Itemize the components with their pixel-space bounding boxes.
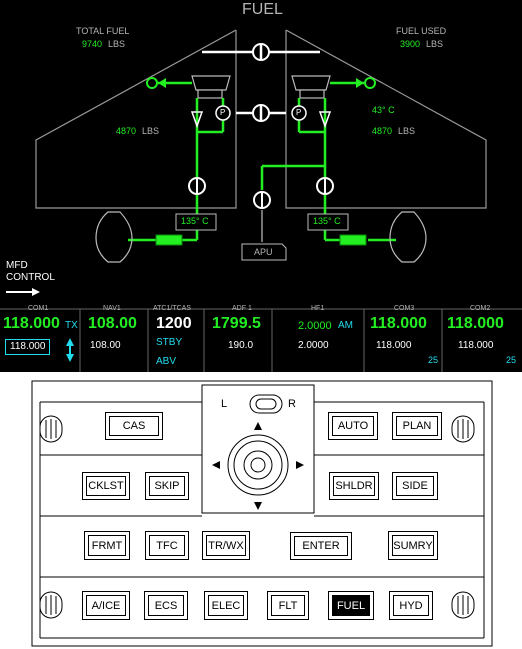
- right-upper-knob: [451, 415, 475, 443]
- auto-button[interactable]: AUTO: [328, 412, 378, 440]
- left-fuel-temp: 135° C: [181, 216, 209, 226]
- apu-symbol: [241, 243, 287, 261]
- left-arrow-icon: [212, 461, 220, 469]
- left-lower-knob: [39, 591, 63, 619]
- tfc-button[interactable]: TFC: [145, 531, 189, 560]
- right-arrow-icon: [296, 461, 304, 469]
- com2-label: COM2: [470, 305, 491, 312]
- skip-button[interactable]: SKIP: [145, 472, 189, 500]
- total-fuel-label: TOTAL FUEL: [76, 26, 130, 36]
- enter-button[interactable]: ENTER: [290, 532, 352, 560]
- com3-label: COM3: [394, 305, 415, 312]
- right-fuel-temp: 135° C: [313, 216, 341, 226]
- com2-spacing: 25: [506, 355, 517, 365]
- right-collector-tank: [291, 75, 331, 91]
- right-fuel-temp-box: [307, 213, 349, 231]
- nav1-label: NAV1: [103, 305, 121, 312]
- fuel-used-value: 3900: [400, 39, 421, 49]
- joystick-left-label: L: [221, 398, 228, 410]
- com2-standby-freq[interactable]: 118.000: [458, 340, 494, 351]
- plan-button[interactable]: PLAN: [392, 412, 442, 440]
- fuel-synoptic-graphic: [0, 29, 522, 372]
- up-arrow-icon: [254, 422, 262, 430]
- mfd-control-label-line1: MFD: [6, 260, 28, 271]
- right-ejector-pump: [318, 111, 332, 129]
- adf1-standby-freq[interactable]: 190.0: [228, 340, 254, 351]
- nav1-active-freq[interactable]: 108.00: [88, 315, 137, 332]
- tcas-mode[interactable]: ABV: [156, 356, 177, 367]
- left-upper-knob: [39, 415, 63, 443]
- joystick-right-label: R: [288, 398, 296, 410]
- trwx-button[interactable]: TR/WX: [202, 531, 250, 560]
- right-tank-temp: 43° C: [372, 105, 395, 115]
- com1-label: COM1: [28, 305, 49, 312]
- left-fuel-temp-box: [175, 213, 217, 231]
- adf1-label: ADF 1: [232, 305, 252, 312]
- hf1-label: HF1: [311, 305, 325, 312]
- shldr-button[interactable]: SHLDR: [329, 472, 379, 500]
- fuel-button[interactable]: FUEL: [328, 591, 374, 620]
- sumry-button[interactable]: SUMRY: [388, 531, 438, 560]
- right-heat-exchanger: [339, 234, 367, 246]
- hf1-mode[interactable]: AM: [338, 320, 353, 331]
- right-engine: [389, 211, 427, 263]
- mfd-control-panel: L R CAS AUTO PLAN CKLST SKIP SHLDR SIDE …: [0, 372, 522, 649]
- transponder-mode[interactable]: STBY: [156, 337, 183, 348]
- com1-tx-indicator: TX: [65, 320, 78, 331]
- ecs-button[interactable]: ECS: [144, 591, 188, 620]
- fuel-used-label: FUEL USED: [396, 26, 447, 36]
- left-tank-unit: LBS: [142, 126, 160, 136]
- right-boost-pump: [291, 105, 307, 121]
- left-boost-pump: [215, 105, 231, 121]
- elec-button[interactable]: ELEC: [204, 591, 248, 620]
- right-tank-unit: LBS: [398, 126, 416, 136]
- adf1-active-freq[interactable]: 1799.5: [212, 315, 261, 332]
- fuel-used-unit: LBS: [426, 39, 444, 49]
- frmt-button[interactable]: FRMT: [84, 531, 130, 560]
- side-button[interactable]: SIDE: [392, 472, 438, 500]
- left-collector-tank: [191, 75, 231, 91]
- right-boost-pump-label: P: [296, 108, 302, 117]
- right-lower-knob: [451, 591, 475, 619]
- cklst-button[interactable]: CKLST: [82, 472, 130, 500]
- hf1-active-freq[interactable]: 2.0000: [298, 320, 332, 332]
- left-boost-pump-label: P: [220, 108, 226, 117]
- total-fuel-unit: LBS: [108, 39, 126, 49]
- com2-active-freq[interactable]: 118.000: [447, 315, 504, 332]
- aice-button[interactable]: A/ICE: [82, 591, 130, 620]
- left-wing-outline: [35, 29, 237, 209]
- left-ejector-pump: [190, 111, 204, 129]
- apu-label: APU: [254, 247, 273, 257]
- mfd-control-label-line2: CONTROL: [6, 272, 55, 283]
- right-wing-outline: [285, 29, 487, 209]
- left-tank-quantity: 4870: [116, 126, 137, 136]
- down-arrow-icon: [254, 502, 262, 510]
- hyd-button[interactable]: HYD: [389, 591, 433, 620]
- left-engine: [95, 211, 133, 263]
- left-heat-exchanger: [155, 234, 183, 246]
- com1-standby-freq[interactable]: 118.000: [5, 339, 51, 355]
- joystick-center-button: [250, 457, 266, 473]
- hf1-standby-freq[interactable]: 2.0000: [298, 340, 329, 351]
- cas-button[interactable]: CAS: [105, 412, 163, 440]
- flt-button[interactable]: FLT: [267, 591, 309, 620]
- nav1-standby-freq[interactable]: 108.00: [90, 340, 121, 351]
- mfd-fuel-display: FUEL TOTAL FUEL 9740 LBS FUEL USED 3900 …: [0, 0, 522, 372]
- com1-active-freq[interactable]: 118.000: [3, 315, 60, 332]
- com3-spacing: 25: [428, 355, 439, 365]
- total-fuel-value: 9740: [82, 39, 103, 49]
- panel-frame-graphic: [31, 380, 493, 647]
- transponder-code[interactable]: 1200: [156, 315, 192, 332]
- com3-standby-freq[interactable]: 118.000: [376, 340, 412, 351]
- atc-label: ATC1/TCAS: [153, 305, 191, 312]
- com3-active-freq[interactable]: 118.000: [370, 315, 427, 332]
- page-title: FUEL: [242, 1, 283, 18]
- right-tank-quantity: 4870: [372, 126, 393, 136]
